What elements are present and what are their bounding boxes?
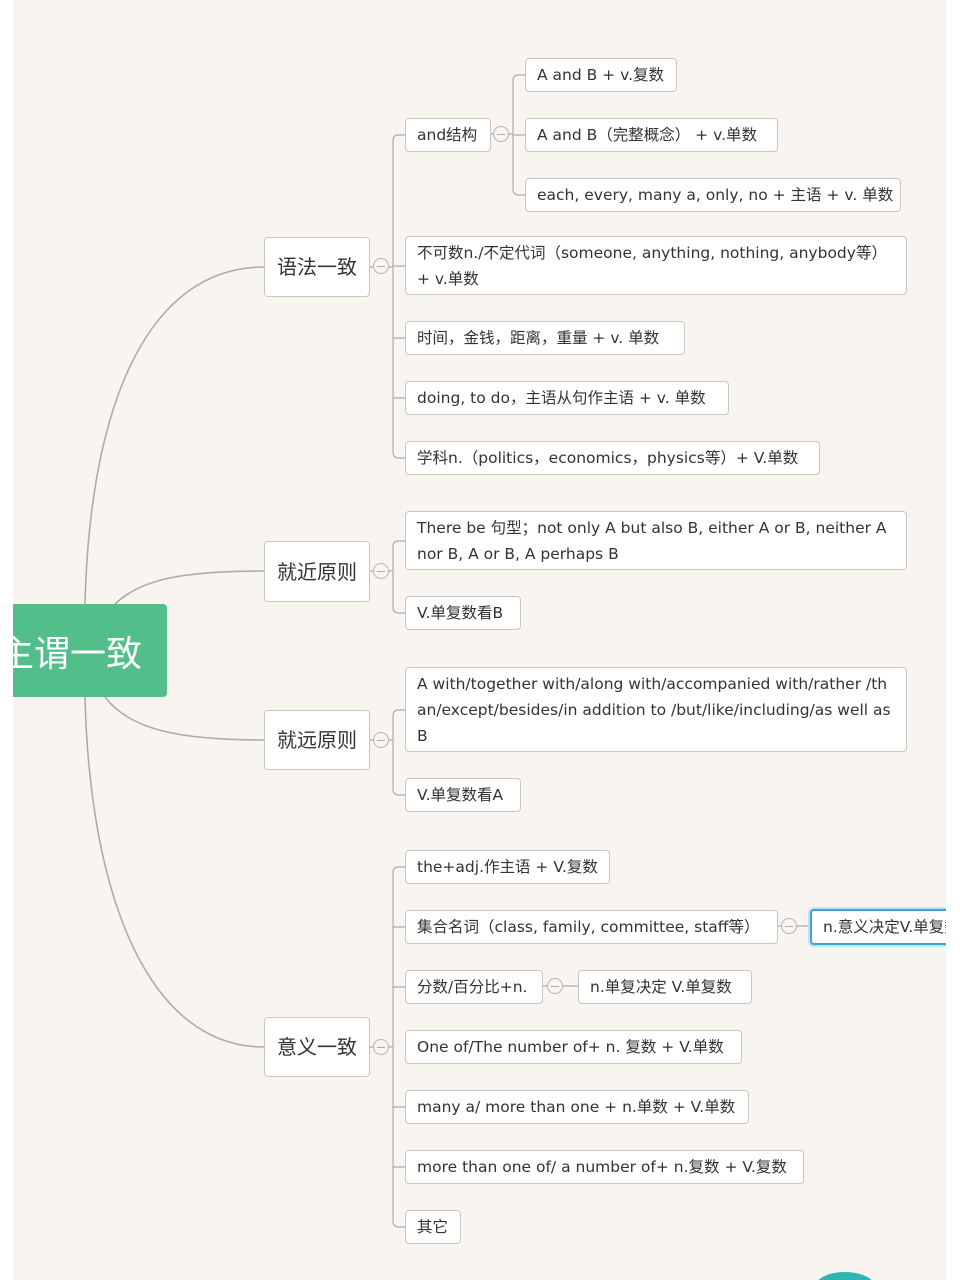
collapse-toggle-icon[interactable] [373, 563, 389, 579]
node-leaf[interactable]: more than one of/ a number of+ n.复数 + V.… [405, 1150, 804, 1184]
node-uncountable[interactable]: 不可数n./不定代词（someone, anything, nothing, a… [405, 236, 907, 295]
collapse-toggle-icon[interactable] [373, 258, 389, 274]
branch-grammar[interactable]: 语法一致 [264, 237, 370, 297]
node-time-money[interactable]: 时间，金钱，距离，重量 + v. 单数 [405, 321, 685, 355]
node-leaf[interactable]: One of/The number of+ n. 复数 + V.单数 [405, 1030, 742, 1064]
node-leaf[interactable]: the+adj.作主语 + V.复数 [405, 850, 610, 884]
branch-label: 语法一致 [277, 255, 357, 279]
node-selected[interactable]: n.意义决定V.单复数 [810, 909, 946, 945]
branch-distance[interactable]: 就远原则 [264, 710, 370, 770]
node-leaf[interactable]: each, every, many a, only, no + 主语 + v. … [525, 178, 901, 212]
branch-label: 就近原则 [277, 559, 357, 584]
root-label: 主谓一致 [13, 633, 143, 675]
node-doing[interactable]: doing, to do，主语从句作主语 + v. 单数 [405, 381, 729, 415]
node-leaf[interactable]: V.单复数看B [405, 596, 521, 630]
collapse-toggle-icon[interactable] [373, 732, 389, 748]
branch-label: 就远原则 [277, 728, 357, 752]
branch-meaning[interactable]: 意义一致 [264, 1017, 370, 1077]
collapse-toggle-icon[interactable] [373, 1039, 389, 1055]
branch-proximity[interactable]: 就近原则 [264, 541, 370, 602]
node-subjects[interactable]: 学科n.（politics，economics，physics等）+ V.单数 [405, 441, 820, 475]
node-a-with[interactable]: A with/together with/along with/accompan… [405, 667, 907, 752]
node-leaf[interactable]: n.单复决定 V.单复数 [578, 970, 752, 1004]
branch-label: 意义一致 [277, 1035, 357, 1059]
root-node[interactable]: 主谓一致 [13, 604, 167, 697]
node-leaf[interactable]: many a/ more than one + n.单数 + V.单数 [405, 1090, 749, 1124]
floating-action-button[interactable] [815, 1272, 875, 1280]
node-leaf[interactable]: A and B（完整概念） + v.单数 [525, 118, 778, 152]
collapse-toggle-icon[interactable] [547, 978, 563, 994]
node-fractions[interactable]: 分数/百分比+n. [405, 970, 543, 1004]
node-there-be[interactable]: There be 句型；not only A but also B, eithe… [405, 511, 907, 570]
node-and-structure[interactable]: and结构 [405, 118, 491, 152]
node-leaf[interactable]: V.单复数看A [405, 778, 521, 812]
node-leaf[interactable]: A and B + v.复数 [525, 58, 677, 92]
node-leaf[interactable]: 其它 [405, 1210, 461, 1244]
collapse-toggle-icon[interactable] [781, 918, 797, 934]
node-collective-nouns[interactable]: 集合名词（class, family, committee, staff等） [405, 910, 778, 944]
collapse-toggle-icon[interactable] [493, 126, 509, 142]
mindmap-canvas[interactable]: 主谓一致 语法一致 and结构 A and B + v.复数 A and B（完… [13, 0, 946, 1280]
